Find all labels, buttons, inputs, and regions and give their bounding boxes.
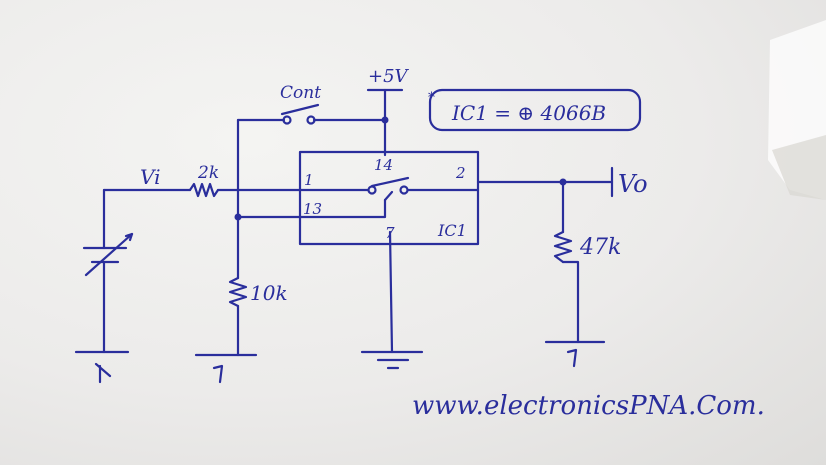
ground-symbol-source (74, 350, 130, 384)
photo-glare (768, 20, 826, 200)
control-switch: Cont (280, 83, 321, 125)
bias-resistor: 10k (228, 276, 288, 308)
input-resistor-label: 2k (197, 163, 219, 183)
output-terminal: Vo (610, 166, 648, 198)
bias-resistor-label: 10k (250, 281, 288, 305)
input-label: Vi (140, 165, 161, 189)
load-resistor-label: 47k (579, 235, 621, 260)
ic-note-text: IC1 = ⊕ 4066B (451, 101, 606, 125)
website-label: www.electronicsPNA.Com. (412, 391, 765, 421)
junction-nodes (234, 116, 567, 221)
ground-symbol-bias (194, 353, 258, 384)
ic-note-star: * (428, 90, 435, 106)
supply-label: +5V (368, 66, 410, 87)
variable-source (82, 232, 134, 277)
control-label: Cont (280, 83, 321, 103)
node-supply (381, 116, 389, 124)
pin-13-label: 13 (303, 200, 322, 218)
pin-1-label: 1 (304, 171, 314, 189)
analog-switch-symbol (367, 176, 410, 202)
ground-symbol-ic (360, 350, 424, 370)
node-control (234, 213, 242, 221)
input-resistor: 2k (188, 163, 219, 198)
pin-14-label: 14 (374, 156, 393, 174)
ic-box: 14 1 13 2 7 IC1 (298, 150, 480, 246)
pin-7-label: 7 (385, 224, 395, 242)
pin-2-label: 2 (455, 164, 466, 182)
node-output (559, 178, 567, 186)
output-label: Vo (618, 170, 648, 198)
load-resistor: 47k (553, 230, 621, 264)
ic-name-label: IC1 (437, 221, 467, 240)
ic-note: * IC1 = ⊕ 4066B (428, 88, 642, 132)
wires (102, 88, 614, 357)
ground-symbol-load (544, 340, 606, 368)
